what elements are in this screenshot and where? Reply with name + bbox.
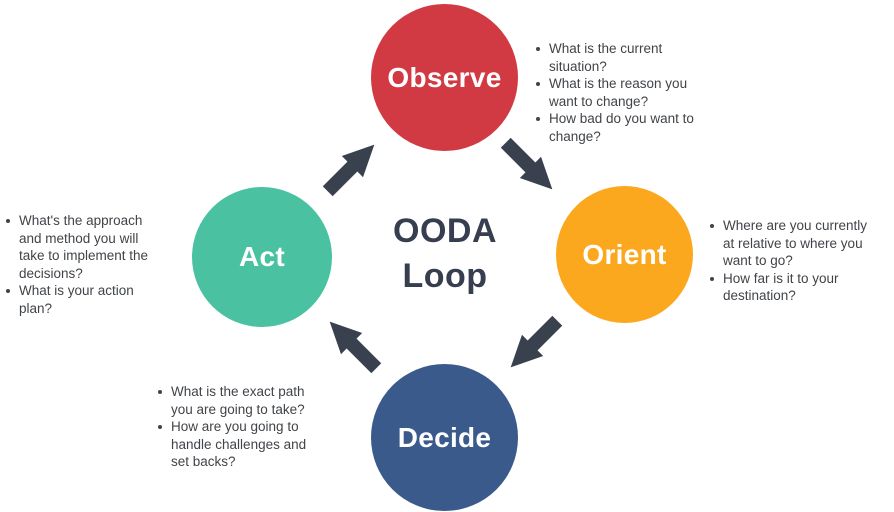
node-decide-label: Decide (397, 421, 492, 453)
act-notes-list: What's the approach and method you will … (4, 212, 162, 317)
arrow-orient-to-decide-icon (510, 315, 563, 368)
note-item: What is your action plan? (4, 282, 162, 317)
note-item: How far is it to your destination? (708, 270, 876, 305)
decide-notes-list: What is the exact path you are going to … (156, 383, 324, 471)
note-item: How bad do you want to change? (534, 110, 704, 145)
note-item: How are you going to handle challenges a… (156, 418, 324, 471)
node-orient: Orient (556, 186, 693, 323)
arrow-decide-to-act-icon (329, 321, 382, 374)
orient-notes-list: Where are you currently at relative to w… (708, 217, 876, 305)
note-item: What is the reason you want to change? (534, 75, 704, 110)
node-observe: Observe (371, 4, 518, 151)
node-observe-label: Observe (387, 61, 502, 93)
node-act: Act (192, 187, 332, 327)
diagram-title: OODA Loop (393, 212, 497, 295)
note-item: What is the exact path you are going to … (156, 383, 324, 418)
node-decide: Decide (371, 364, 518, 511)
note-item: What's the approach and method you will … (4, 212, 162, 282)
node-orient-label: Orient (582, 238, 667, 270)
arrow-observe-to-orient-icon (500, 137, 553, 190)
note-item: Where are you currently at relative to w… (708, 217, 876, 270)
node-act-label: Act (238, 241, 286, 272)
observe-notes-list: What is the current situation? What is t… (534, 40, 704, 145)
note-item: What is the current situation? (534, 40, 704, 75)
arrow-act-to-observe-icon (322, 144, 375, 197)
